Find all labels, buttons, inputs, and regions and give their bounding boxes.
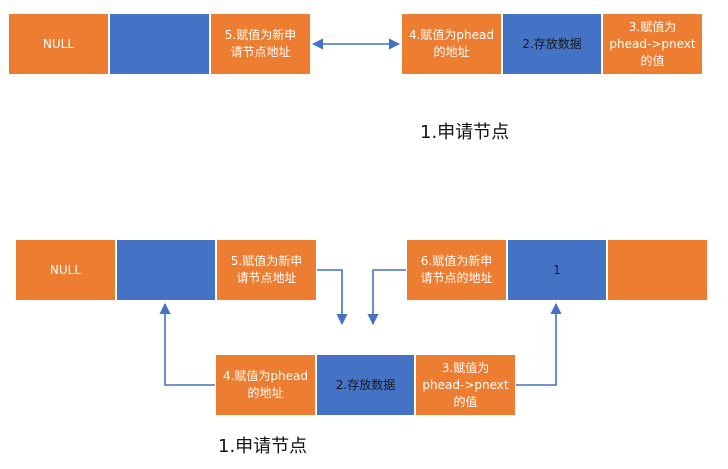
top-data-cell <box>109 13 210 75</box>
arrow-next-to-new <box>317 269 348 326</box>
top-null-cell: NULL <box>8 13 109 75</box>
bottom-right-prev-cell: 6.赋值为新申 请节点的地址 <box>406 239 507 301</box>
arrow-new-next-to-right <box>516 302 562 386</box>
arrow-new-prev-to-left <box>159 302 215 386</box>
bottom-next-cell: 5.赋值为新申 请节点地址 <box>216 239 317 301</box>
arrow-prev-to-new <box>367 269 406 326</box>
bottom-right-next-cell <box>607 239 708 301</box>
bottom-caption: 1.申请节点 <box>218 436 308 457</box>
top-caption: 1.申请节点 <box>420 122 510 143</box>
bottom-new-prev-cell: 4.赋值为phead 的地址 <box>215 354 316 416</box>
bottom-new-next-cell: 3.赋值为 phead->pnext 的值 <box>415 354 516 416</box>
bottom-right-data-cell: 1 <box>507 239 607 301</box>
top-new-next-cell: 3.赋值为 phead->pnext 的值 <box>602 13 703 75</box>
bottom-null-cell: NULL <box>15 239 116 301</box>
bottom-data-cell <box>116 239 216 301</box>
top-new-prev-cell: 4.赋值为phead 的地址 <box>401 13 502 75</box>
top-next-cell: 5.赋值为新申 请节点地址 <box>210 13 311 75</box>
bottom-new-data-cell: 2.存放数据 <box>316 354 415 416</box>
top-new-data-cell: 2.存放数据 <box>502 13 602 75</box>
